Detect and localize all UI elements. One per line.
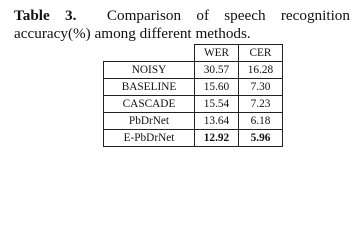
table-row: BASELINE 15.60 7.30: [103, 78, 283, 96]
table-caption-label: Table 3.: [14, 7, 77, 24]
table-row: PbDrNet 13.64 6.18: [103, 112, 283, 130]
row-wer: 30.57: [194, 61, 239, 79]
row-wer: 15.54: [194, 95, 239, 113]
row-method: PbDrNet: [103, 112, 195, 130]
results-table: WER CER NOISY 30.57 16.28 BASELINE 15.60…: [103, 44, 283, 147]
row-cer: 6.18: [238, 112, 283, 130]
row-wer: 15.60: [194, 78, 239, 96]
row-cer-best: 5.96: [238, 129, 283, 147]
row-method: CASCADE: [103, 95, 195, 113]
row-method: NOISY: [103, 61, 195, 79]
table-row: CASCADE 15.54 7.23: [103, 95, 283, 113]
results-table-container: WER CER NOISY 30.57 16.28 BASELINE 15.60…: [103, 44, 283, 147]
row-cer: 7.30: [238, 78, 283, 96]
header-cer: CER: [238, 44, 283, 62]
row-cer: 7.23: [238, 95, 283, 113]
header-wer: WER: [194, 44, 239, 62]
table-caption: Table 3. Comparison of speech recognitio…: [14, 7, 350, 43]
row-wer: 13.64: [194, 112, 239, 130]
row-method: BASELINE: [103, 78, 195, 96]
row-method: E-PbDrNet: [103, 129, 195, 147]
table-row: NOISY 30.57 16.28: [103, 61, 283, 79]
table-row-best: E-PbDrNet 12.92 5.96: [103, 129, 283, 147]
table-header-row: WER CER: [103, 44, 283, 62]
table-caption-text: Comparison of speech recognition accurac…: [14, 7, 350, 42]
row-cer: 16.28: [238, 61, 283, 79]
row-wer-best: 12.92: [194, 129, 239, 147]
table-header-blank: [103, 44, 195, 62]
